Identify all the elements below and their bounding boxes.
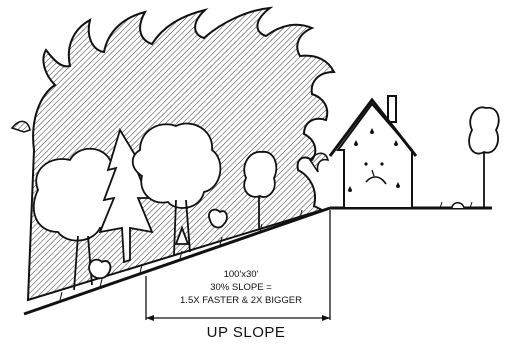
bush — [209, 210, 227, 228]
arrow-left — [146, 315, 154, 321]
tree-right-small — [244, 152, 276, 197]
flame-tongue — [310, 153, 328, 172]
house-body — [338, 104, 412, 208]
eye-left — [364, 162, 367, 165]
chimney — [388, 96, 396, 122]
flame-tongue — [12, 121, 30, 132]
arrow-right — [322, 315, 330, 321]
tree-far-right — [469, 107, 499, 208]
rock — [452, 203, 464, 208]
bush — [89, 260, 110, 279]
slope-text: 30% SLOPE = — [186, 282, 296, 293]
caption: UP SLOPE — [186, 324, 306, 341]
eye-right — [380, 162, 383, 165]
effect-text: 1.5X FASTER & 2X BIGGER — [166, 295, 316, 306]
dimension-text: 100'x30' — [196, 269, 286, 280]
house — [330, 96, 416, 208]
